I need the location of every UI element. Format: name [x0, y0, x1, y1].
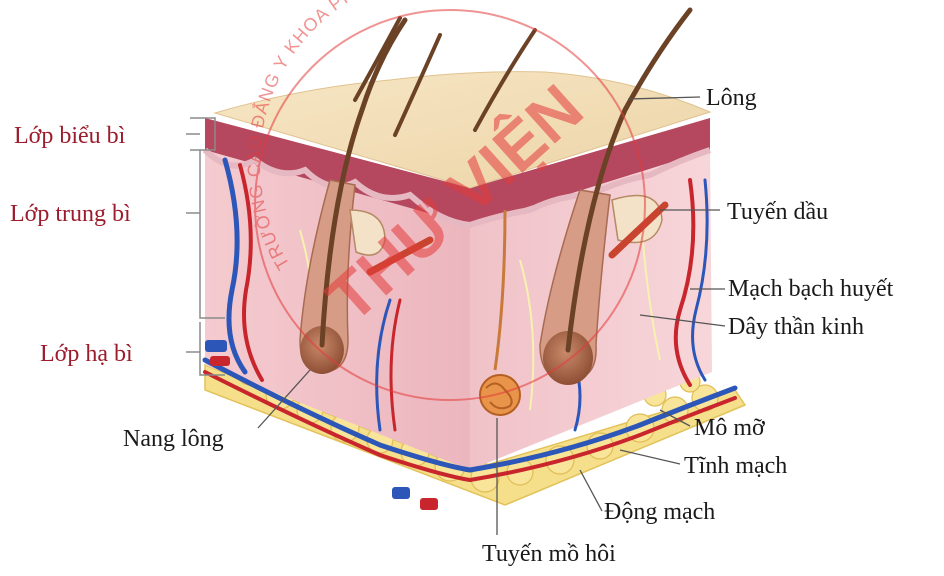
label-vein: Tĩnh mạch [684, 452, 787, 480]
label-hair-follicle: Nang lông [123, 425, 224, 453]
label-artery: Động mạch [604, 498, 715, 526]
label-dermis: Lớp trung bì [10, 200, 131, 228]
label-hypodermis: Lớp hạ bì [40, 340, 133, 368]
label-lymph-vessel: Mạch bạch huyết [728, 275, 893, 303]
label-nerve: Dây thần kinh [728, 313, 864, 341]
label-sweat-gland: Tuyến mồ hôi [482, 540, 616, 568]
label-epidermis: Lớp biểu bì [14, 122, 125, 150]
label-fat-tissue: Mô mỡ [694, 414, 765, 442]
label-hair: Lông [706, 84, 757, 112]
label-sebaceous-gland: Tuyến dầu [727, 198, 828, 226]
